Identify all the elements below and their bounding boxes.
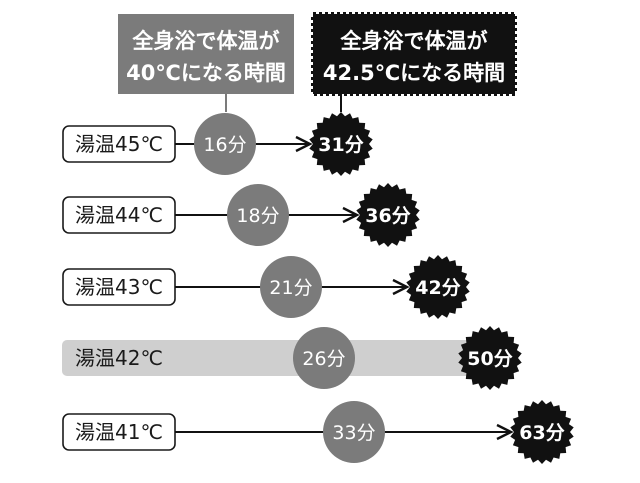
row-label: 湯温45℃ [75,132,163,156]
arrow-head [496,423,514,441]
marker-42-5c [510,400,574,464]
marker-42-5c-label: 63分 [519,422,564,444]
marker-42-5c [406,255,470,319]
marker-42-5c [356,183,420,247]
row-5: 湯温41℃ 33分 63分 [62,400,574,464]
arrow-head [342,206,360,224]
row-2: 湯温44℃ 18分 36分 [62,183,420,247]
marker-42-5c-label: 31分 [318,134,363,156]
marker-40c-label: 33分 [332,422,375,444]
marker-40c [323,401,385,463]
legend-black-line1: 全身浴で体温が [340,29,488,53]
legend-black-box [311,12,517,96]
marker-42-5c-label: 42分 [415,277,460,299]
row-label: 湯温44℃ [75,203,163,227]
marker-42-5c [309,112,373,176]
row-label: 湯温42℃ [75,346,163,370]
marker-40c [194,113,256,175]
marker-42-5c [458,326,522,390]
row-label: 湯温41℃ [75,420,163,444]
marker-40c [227,184,289,246]
arrow-head [295,135,313,153]
marker-40c [260,256,322,318]
marker-40c-label: 16分 [203,134,246,156]
highlight-band [62,340,500,376]
row-label: 湯温43℃ [75,275,163,299]
legend-gray-box [118,14,294,94]
marker-42-5c-label: 36分 [365,205,410,227]
marker-40c-label: 26分 [302,348,345,370]
marker-40c-label: 21分 [269,277,312,299]
legend-gray-line1: 全身浴で体温が [132,29,280,53]
arrow-head [392,278,410,296]
marker-40c [293,327,355,389]
row-4: 湯温42℃ 26分 50分 [62,326,522,390]
legend-black-line2: 42.5℃になる時間 [323,61,505,85]
legend-gray: 全身浴で体温が 40℃になる時間 [118,14,294,112]
marker-42-5c-label: 50分 [467,348,512,370]
marker-40c-label: 18分 [236,205,279,227]
row-1: 湯温45℃ 16分 31分 [62,112,373,176]
legend-black: 全身浴で体温が 42.5℃になる時間 [311,12,517,112]
row-3: 湯温43℃ 21分 42分 [62,255,470,319]
legend-gray-line2: 40℃になる時間 [126,61,286,85]
